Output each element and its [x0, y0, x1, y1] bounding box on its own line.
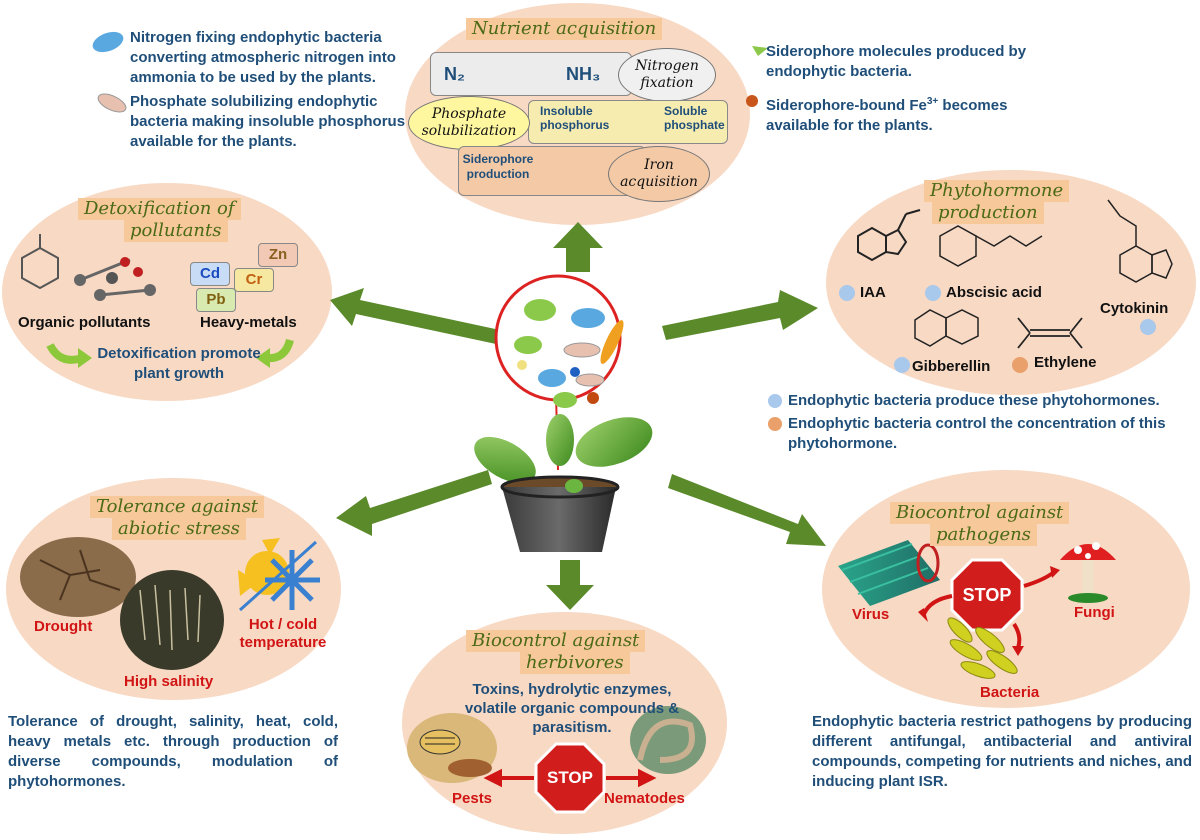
heavy-metal-cr: Cr [234, 268, 274, 292]
cytokinin-structure [1107, 199, 1173, 283]
phyto-title-line1: Phytohormone [924, 180, 1070, 202]
arrow-up [553, 222, 603, 272]
fungi-label: Fungi [1074, 604, 1115, 621]
soluble-label: Soluble phosphate [664, 104, 725, 132]
iaa-structure [857, 209, 921, 262]
plant-graphic [474, 274, 653, 552]
dot-ethylene [1012, 357, 1028, 373]
dot-cytokinin [1140, 319, 1156, 335]
arrow-left-top [330, 288, 500, 344]
fe-legend-icon [746, 95, 758, 107]
nh3-label: NH₃ [566, 64, 601, 84]
nitrogen-fixation-bubble: Nitrogen fixation [618, 48, 716, 102]
herbivores-title-line1: Biocontrol against [466, 630, 646, 652]
virus-label: Virus [852, 606, 890, 623]
toluene-structure [21, 234, 59, 290]
phyto-title-line2: production [932, 202, 1044, 224]
phyto-legend-blue: Endophytic bacteria produce these phytoh… [788, 392, 1160, 409]
organic-pollutants-label: Organic pollutants [18, 314, 151, 331]
nematodes-label: Nematodes [604, 790, 685, 807]
legend-phosphate-text: Phosphate solubilizing endophytic bacter… [130, 93, 406, 150]
heavy-metal-pb: Pb [196, 288, 236, 312]
iaa-label: IAA [860, 284, 886, 301]
sun-snowflake-image [238, 538, 320, 612]
nematode-image [630, 706, 706, 774]
arrow-down [546, 560, 594, 610]
pathogens-title-line2: pathogens [930, 524, 1037, 546]
detox-promote-label: Detoxification promote plant growth [97, 345, 261, 382]
pest-image [407, 713, 497, 783]
arrow-right-bottom [668, 474, 826, 546]
bacteria-label: Bacteria [980, 684, 1040, 701]
virus-image [838, 540, 940, 606]
legend-n-bacterium-icon [92, 31, 124, 53]
abiotic-title-line1: Tolerance against [90, 496, 265, 518]
legend-dot-blue [768, 394, 782, 408]
fe-prefix: Siderophore-bound Fe [766, 97, 927, 114]
pathogens-caption: Endophytic bacteria restrict pathogens b… [812, 713, 1192, 790]
arrows [330, 222, 826, 610]
arrow-left-bottom [336, 470, 492, 536]
hotcold-label: Hot / cold temperature [239, 616, 327, 651]
dot-iaa [839, 285, 855, 301]
siderophore-production-label: Siderophore production [462, 152, 534, 181]
stop-sign-pathogens [950, 558, 1024, 632]
abiotic-title-line2: abiotic stress [112, 518, 246, 540]
siderophore-legend-icon [752, 46, 768, 56]
ethylene-label: Ethylene [1034, 354, 1097, 371]
n2-label: N₂ [444, 64, 465, 84]
herbivores-desc: Toxins, hydrolytic enzymes, volatile org… [464, 681, 680, 736]
abiotic-caption: Tolerance of drought, salinity, heat, co… [8, 713, 338, 790]
arrow-right-top [662, 290, 818, 340]
salinity-image [120, 570, 224, 670]
nitrogen-box [430, 52, 632, 96]
organic-molecule [74, 257, 156, 301]
heavy-metal-cd: Cd [190, 262, 230, 286]
herbivore-red-arrows [483, 768, 657, 788]
herbivores-stop-text: STOP [547, 768, 593, 787]
herbivores-title-line2: herbivores [520, 652, 630, 674]
phyto-legend-orange: Endophytic bacteria control the concentr… [788, 415, 1166, 452]
abscisic-structure [939, 225, 1043, 267]
dot-gibberellin [894, 357, 910, 373]
pests-label: Pests [452, 790, 493, 807]
detox-title-line2: pollutants [124, 220, 228, 242]
gibberellin-label: Gibberellin [912, 358, 991, 375]
salinity-label: High salinity [124, 673, 214, 690]
detox-arrow-left [46, 343, 84, 364]
drought-image [20, 537, 136, 617]
fe-suffix: becomes available for the plants. [766, 97, 1008, 134]
bacteria-image [947, 617, 1018, 679]
nutrient-title: Nutrient acquisition [466, 18, 663, 40]
legend-siderophore-text: Siderophore molecules produced by endoph… [766, 43, 1027, 80]
gibberellin-structure [914, 309, 979, 347]
fungi-image [1060, 542, 1116, 603]
iron-acquisition-bubble: Iron acquisition [608, 146, 710, 202]
legend-p-bacterium-icon [97, 93, 127, 113]
cytokinin-label: Cytokinin [1100, 300, 1169, 317]
ethylene-structure [1017, 317, 1083, 349]
abscisic-label: Abscisic acid [946, 284, 1042, 301]
heavy-metal-zn: Zn [258, 243, 298, 267]
phosphate-solubilization-bubble: Phosphate solubilization [408, 96, 530, 150]
heavy-metals-label: Heavy-metals [200, 314, 297, 331]
legend-nitrogen-text: Nitrogen fixing endophytic bacteria conv… [130, 29, 396, 86]
detox-title-line1: Detoxification of [78, 198, 241, 220]
dot-abscisic [925, 285, 941, 301]
pathogens-title-line1: Biocontrol against [890, 502, 1070, 524]
insoluble-label: Insoluble phosphorus [540, 104, 610, 132]
legend-dot-orange [768, 417, 782, 431]
fe-superscript: 3+ [926, 96, 939, 107]
drought-label: Drought [34, 618, 93, 635]
pathogens-stop-text: STOP [962, 585, 1012, 605]
stop-sign-herbivores [534, 742, 606, 814]
legend-fe-text: Siderophore-bound Fe3+ becomes available… [766, 92, 1066, 136]
